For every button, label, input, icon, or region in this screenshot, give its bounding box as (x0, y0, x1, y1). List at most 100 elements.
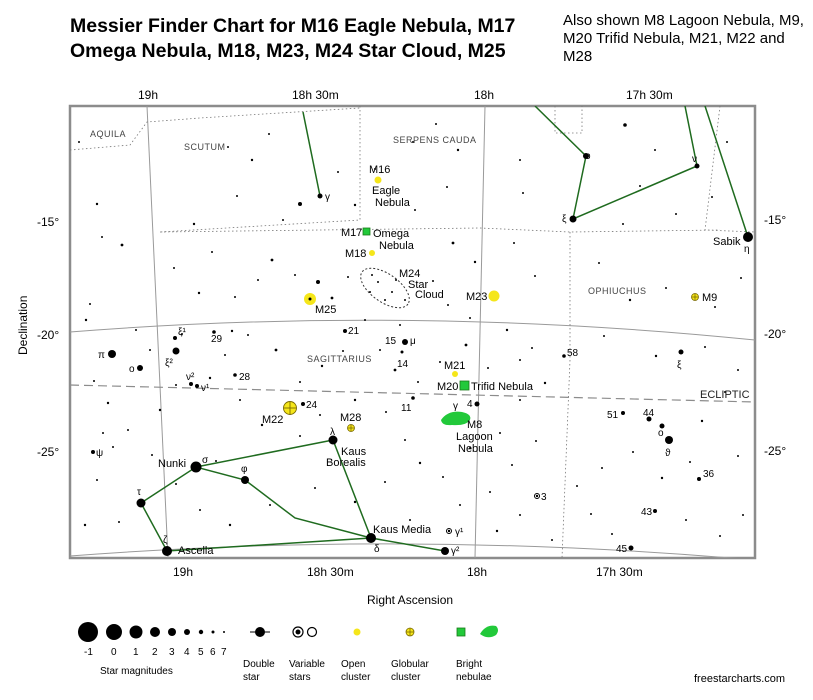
star-designation-labels: γ o ν ξ η π o ξ¹ ξ² ν² ν¹ 29 28 21 15 μ … (96, 151, 750, 557)
m17-nebula (362, 227, 371, 236)
star-4 (474, 401, 480, 407)
star-43 (653, 509, 657, 513)
constellation-names: AQUILA SCUTUM SERPENS CAUDA OPHIUCHUS SA… (90, 129, 647, 364)
label-m28: M28 (340, 412, 361, 424)
dec-tick-left-25: -25° (37, 445, 59, 459)
star-xi-oph (678, 349, 684, 355)
label-nu2-sgr: ν² (186, 372, 195, 383)
label-m16-eagle: Eagle (372, 185, 400, 197)
label-51-oph: 51 (607, 410, 619, 421)
star-3-core (535, 494, 539, 498)
label-44-oph: 44 (643, 408, 655, 419)
legend-mag-label: 4 (184, 647, 190, 658)
constellation-serpens-cauda: SERPENS CAUDA (393, 135, 477, 145)
y-axis-title: Declination (16, 296, 30, 355)
m23-open-cluster (488, 290, 500, 302)
label-7-sgr: γ (453, 401, 458, 412)
m28-globular-cluster (347, 424, 355, 432)
constellation-scutum: SCUTUM (184, 142, 226, 152)
legend-mag-label: 6 (210, 647, 216, 658)
star-14 (400, 350, 404, 354)
label-58-oph: 58 (567, 348, 579, 359)
map-area: AQUILA SCUTUM SERPENS CAUDA OPHIUCHUS SA… (70, 106, 755, 558)
x-axis-title: Right Ascension (367, 593, 453, 607)
label-m17-nebula: Nebula (379, 240, 415, 252)
label-gamma-sct: γ (325, 192, 330, 203)
label-kaus-media: Kaus Media (373, 524, 432, 536)
label-sigma-sgr: σ (202, 455, 209, 466)
label-theta-oph: ϑ (665, 448, 671, 459)
label-kaus-borealis-1: Kaus (341, 446, 367, 458)
label-m20-trifid: Trifid Nebula (471, 381, 534, 393)
chart-frame (68, 104, 757, 560)
label-omicron-oph: o (658, 428, 664, 439)
star-gamma2 (441, 547, 449, 555)
ra-tick-bottom-18h: 18h (467, 565, 487, 579)
label-sabik: Sabik (713, 236, 741, 248)
star-kaus-borealis (328, 435, 338, 445)
star-nu1 (195, 384, 199, 388)
legend-open-label: Open (341, 659, 365, 670)
legend-mag-dot (106, 624, 122, 640)
credit-link[interactable]: freestarcharts.com (694, 673, 785, 685)
legend-mag-label: 5 (198, 647, 204, 658)
m16-open-cluster (374, 176, 382, 184)
star-omicron-sgr (137, 365, 143, 371)
background-stars (78, 123, 744, 541)
constellation-aquila: AQUILA (90, 129, 126, 139)
dec-tick-left-20: -20° (37, 328, 59, 342)
label-21-sgr: 21 (348, 326, 360, 337)
dec-tick-right-20: -20° (764, 327, 786, 341)
legend-globular-label: cluster (391, 672, 421, 683)
legend-mag-dot (129, 625, 143, 639)
ra-tick-top-18h: 18h (474, 88, 494, 102)
star-24 (301, 402, 305, 406)
legend-mag-dot (198, 629, 204, 635)
label-nu1-sgr: ν¹ (201, 383, 210, 394)
m18-open-cluster (369, 250, 375, 256)
legend-globular-label: Globular (391, 659, 429, 670)
legend-open-cluster-symbol (353, 628, 361, 636)
label-nu-ser: ν (692, 154, 697, 165)
star-pi (108, 350, 116, 358)
star-nunki (190, 461, 202, 473)
legend-variable-stars (292, 626, 318, 638)
ra-gridline-19h (146, 106, 169, 558)
label-m24-star: Star (408, 279, 429, 291)
dec-tick-right-15: -15° (764, 213, 786, 227)
label-45-oph: 45 (616, 544, 628, 555)
legend-mag-label: 1 (133, 647, 139, 658)
label-m8: M8 (467, 419, 482, 431)
label-tau-sgr: τ (137, 487, 141, 498)
label-m16: M16 (369, 164, 390, 176)
star-11 (411, 396, 415, 400)
label-omicron-sgr: o (129, 364, 135, 375)
label-eta-oph: η (744, 244, 750, 255)
constellation-ophiuchus: OPHIUCHUS (588, 286, 647, 296)
dec-tick-right-25: -25° (764, 444, 786, 458)
ecliptic-line (70, 384, 755, 403)
star-phi (241, 476, 249, 484)
legend-mag-dot (211, 630, 215, 634)
legend-bright-label: Bright (456, 659, 482, 670)
label-xi-ser: ξ (562, 214, 567, 225)
star-name-labels: Sabik Nunki Kaus Borealis Kaus Media Asc… (158, 236, 741, 557)
legend-mag-dot (78, 622, 98, 642)
label-m8-nebula: Nebula (458, 443, 494, 455)
ra-tick-top-17h30: 17h 30m (626, 88, 673, 102)
legend-bright-nebula-square (456, 627, 466, 637)
ra-tick-top-18h30: 18h 30m (292, 88, 339, 102)
star-58 (562, 354, 566, 358)
label-m18: M18 (345, 248, 366, 260)
legend-double-label: Double (243, 659, 275, 670)
star-omicron-ser (583, 153, 589, 159)
star-nu2 (189, 382, 193, 386)
label-11-sgr: 11 (401, 403, 412, 414)
ra-axis-bottom: 19h 18h 30m 18h 17h 30m (173, 565, 643, 579)
legend-double-star (250, 627, 270, 637)
chart-title: Messier Finder Chart for M16 Eagle Nebul… (70, 15, 516, 62)
legend-mag-label: 7 (221, 647, 227, 658)
label-zeta-sgr: ζ (163, 535, 168, 546)
label-ascella: Ascella (178, 545, 214, 557)
